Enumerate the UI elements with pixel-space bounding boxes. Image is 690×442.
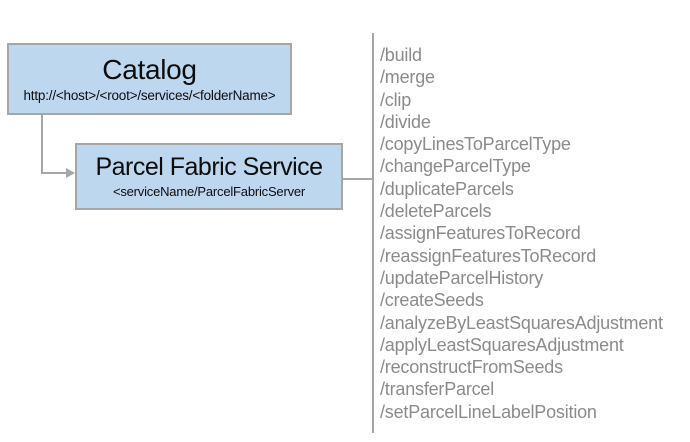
connector-arrowhead-icon <box>66 168 75 178</box>
catalog-box: Catalog http://<host>/<root>/services/<f… <box>7 43 292 115</box>
endpoints-list: /build /merge /clip /divide /copyLinesTo… <box>380 44 663 423</box>
parcel-fabric-service-box: Parcel Fabric Service <serviceName/Parce… <box>75 143 343 210</box>
endpoint-item: /changeParcelType <box>380 156 531 177</box>
connector-service-to-endpoints-line <box>343 178 372 180</box>
endpoint-item: /assignFeaturesToRecord <box>380 223 581 244</box>
endpoint-item: /reconstructFromSeeds <box>380 357 563 378</box>
endpoint-item: /clip <box>380 89 412 110</box>
endpoint-item: /divide <box>380 111 431 132</box>
endpoint-item: /updateParcelHistory <box>380 267 544 288</box>
endpoint-item: /merge <box>380 67 435 88</box>
connector-catalog-vertical-line <box>41 115 43 174</box>
endpoint-item: /transferParcel <box>380 379 495 400</box>
endpoint-item: /duplicateParcels <box>380 178 514 199</box>
catalog-url-pattern: http://<host>/<root>/services/<folderNam… <box>23 87 276 103</box>
endpoint-item: /copyLinesToParcelType <box>380 134 571 155</box>
endpoint-item: /deleteParcels <box>380 201 492 222</box>
endpoint-item: /createSeeds <box>380 290 484 311</box>
catalog-title: Catalog <box>102 54 197 86</box>
service-url-pattern: <serviceName/ParcelFabricServer <box>112 183 306 199</box>
endpoints-divider-line <box>372 33 374 433</box>
endpoint-item: /setParcelLineLabelPosition <box>380 401 597 422</box>
connector-catalog-horizontal-line <box>41 172 67 174</box>
endpoint-item: /applyLeastSquaresAdjustment <box>380 334 624 355</box>
endpoint-item: /analyzeByLeastSquaresAdjustment <box>380 312 663 333</box>
endpoint-item: /reassignFeaturesToRecord <box>380 245 597 266</box>
service-title: Parcel Fabric Service <box>95 153 323 182</box>
endpoint-item: /build <box>380 45 422 65</box>
